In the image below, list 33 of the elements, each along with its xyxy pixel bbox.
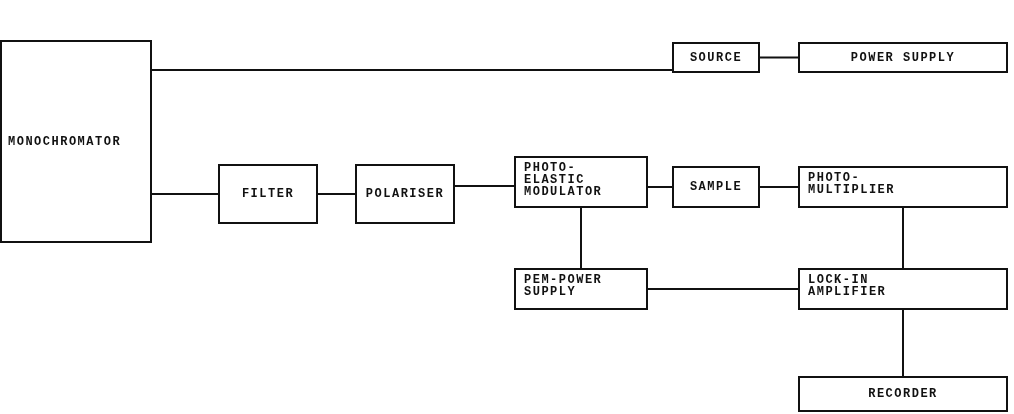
block-box [798, 42, 1008, 73]
block-box [672, 42, 760, 73]
block-label: SAMPLE [689, 181, 743, 193]
block-box [218, 164, 318, 224]
connector-line [317, 193, 356, 195]
block-label: PHOTO- ELASTIC MODULATOR [524, 162, 604, 198]
block-label: PEM-POWER SUPPLY [524, 274, 604, 298]
block-label: MONOCHROMATOR [8, 135, 122, 148]
connector-line [454, 185, 515, 187]
block-label: FILTER [241, 188, 295, 200]
connector-line [151, 69, 673, 71]
connector-line [902, 309, 904, 377]
block-box [514, 156, 648, 208]
block-label: POWER SUPPLY [850, 51, 956, 64]
connector-line [759, 56, 799, 59]
block-label: LOCK-IN AMPLIFIER [808, 274, 888, 298]
connector-line [647, 288, 799, 290]
connector-line [151, 193, 219, 195]
block-box [514, 268, 648, 310]
connector-line [647, 186, 673, 188]
block-label: POLARISER [365, 188, 445, 200]
block-label: RECORDER [868, 388, 938, 400]
block-box [355, 164, 455, 224]
connector-line [759, 186, 799, 188]
block-box [672, 166, 760, 208]
block-label: SOURCE [689, 51, 743, 64]
connector-line [902, 207, 904, 269]
block-box [0, 40, 152, 243]
block-label: PHOTO- MULTIPLIER [808, 172, 896, 196]
block-box [798, 376, 1008, 412]
connector-line [580, 207, 582, 269]
block-box [798, 166, 1008, 208]
block-box [798, 268, 1008, 310]
